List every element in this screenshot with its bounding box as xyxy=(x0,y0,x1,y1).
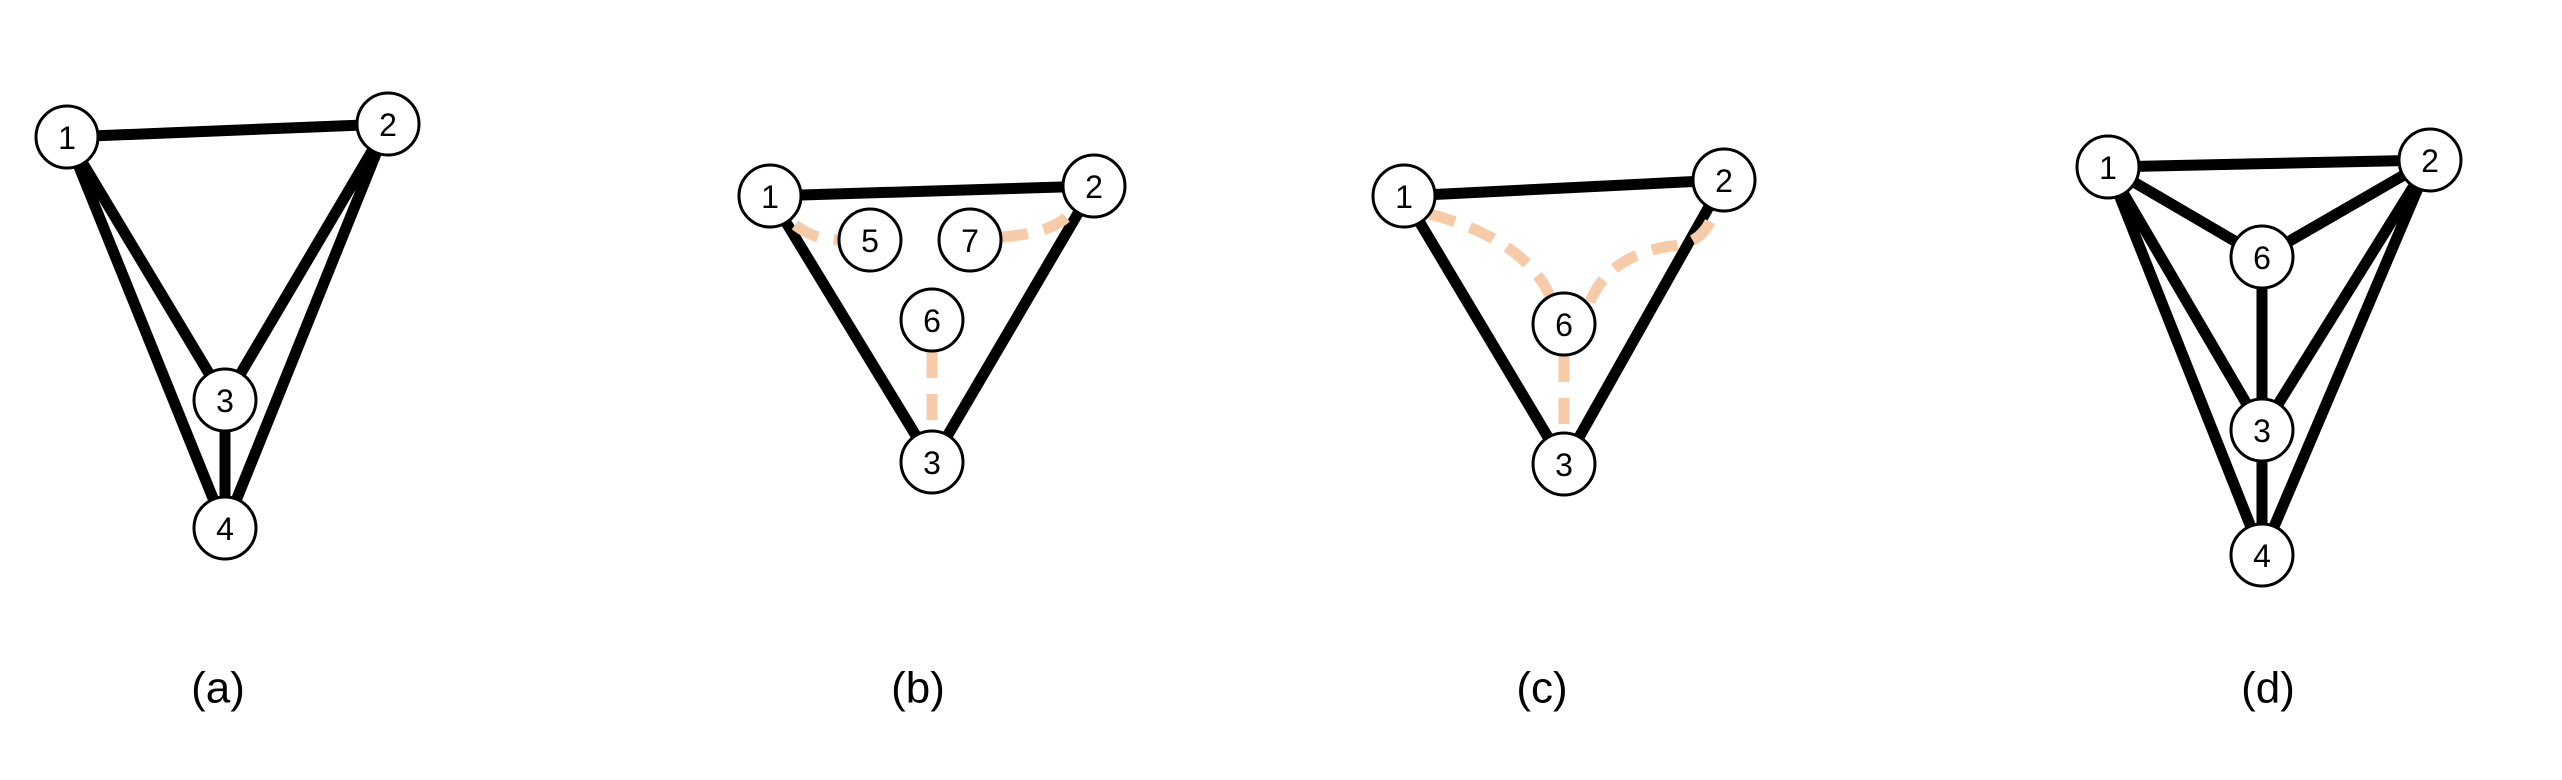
panel-caption: (d) xyxy=(2241,664,2295,713)
node-3-circle xyxy=(899,429,965,495)
panel-c: 1 2 3 6 (c) xyxy=(1371,147,1757,713)
dashed-edge-7-2 xyxy=(1001,206,1077,243)
edge-1-3 xyxy=(765,193,937,465)
node-6-label: 6 xyxy=(2253,240,2271,276)
node-1-circle xyxy=(1371,163,1437,229)
node-6-circle xyxy=(1531,291,1597,357)
edge-1-4 xyxy=(2102,164,2268,558)
edge-2-3 xyxy=(927,183,1099,465)
panel-d: 1 2 3 4 6 (d) xyxy=(2075,127,2463,713)
node-2-circle xyxy=(355,91,421,157)
dashed-edge-1-5 xyxy=(791,220,839,246)
node-4-label: 4 xyxy=(2253,538,2271,574)
panel-caption: (c) xyxy=(1516,664,1567,713)
node-3-circle xyxy=(1531,431,1597,497)
node-3-label: 3 xyxy=(2253,413,2271,449)
edge-2-3 xyxy=(1559,177,1729,467)
dashed-edge-6-2 xyxy=(1584,210,1720,305)
node-1-label: 1 xyxy=(1395,179,1413,215)
node-1-label: 1 xyxy=(2099,150,2117,186)
edge-2-4 xyxy=(2256,157,2436,558)
node-1-label: 1 xyxy=(58,120,76,156)
node-2-circle xyxy=(2397,127,2463,193)
dashed-edge-1-6 xyxy=(1428,208,1556,299)
panel-a: 1 2 3 4 (a) xyxy=(34,91,421,713)
panel-caption: (a) xyxy=(191,664,245,713)
edge-1-2 xyxy=(2107,154,2431,173)
node-1-circle xyxy=(34,104,100,170)
node-2-circle xyxy=(1691,147,1757,213)
node-4-circle xyxy=(192,495,258,561)
node-3-label: 3 xyxy=(216,383,234,419)
node-6-label: 6 xyxy=(1555,307,1573,343)
edge-2-4 xyxy=(219,121,394,531)
edge-1-2 xyxy=(66,118,389,143)
edge-1-3 xyxy=(1399,193,1569,467)
edge-1-2 xyxy=(1403,174,1725,202)
node-2-label: 2 xyxy=(1085,169,1103,205)
node-2-label: 2 xyxy=(1715,163,1733,199)
panel-b: 1 2 3 5 6 7 (b) xyxy=(737,153,1127,713)
node-4-circle xyxy=(2229,522,2295,588)
node-2-label: 2 xyxy=(379,107,397,143)
panel-caption: (b) xyxy=(891,664,945,713)
node-3-label: 3 xyxy=(923,445,941,481)
node-2-label: 2 xyxy=(2421,143,2439,179)
node-3-label: 3 xyxy=(1555,447,1573,483)
edge-2-3 xyxy=(2257,157,2435,433)
edge-1-3 xyxy=(62,134,230,403)
node-4-label: 4 xyxy=(216,511,234,547)
node-7-circle xyxy=(937,207,1003,273)
node-6-circle xyxy=(2229,224,2295,290)
node-3-circle xyxy=(2229,397,2295,463)
node-5-label: 5 xyxy=(861,223,879,259)
node-1-label: 1 xyxy=(761,179,779,215)
edge-1-4 xyxy=(61,134,231,531)
node-7-label: 7 xyxy=(961,223,979,259)
edge-2-3 xyxy=(220,121,393,403)
edge-1-3 xyxy=(2103,164,2267,433)
edge-1-2 xyxy=(769,180,1095,202)
node-6-circle xyxy=(899,287,965,353)
node-5-circle xyxy=(837,207,903,273)
node-1-circle xyxy=(2075,134,2141,200)
node-3-circle xyxy=(192,367,258,433)
node-1-circle xyxy=(737,163,803,229)
node-2-circle xyxy=(1061,153,1127,219)
node-6-label: 6 xyxy=(923,303,941,339)
